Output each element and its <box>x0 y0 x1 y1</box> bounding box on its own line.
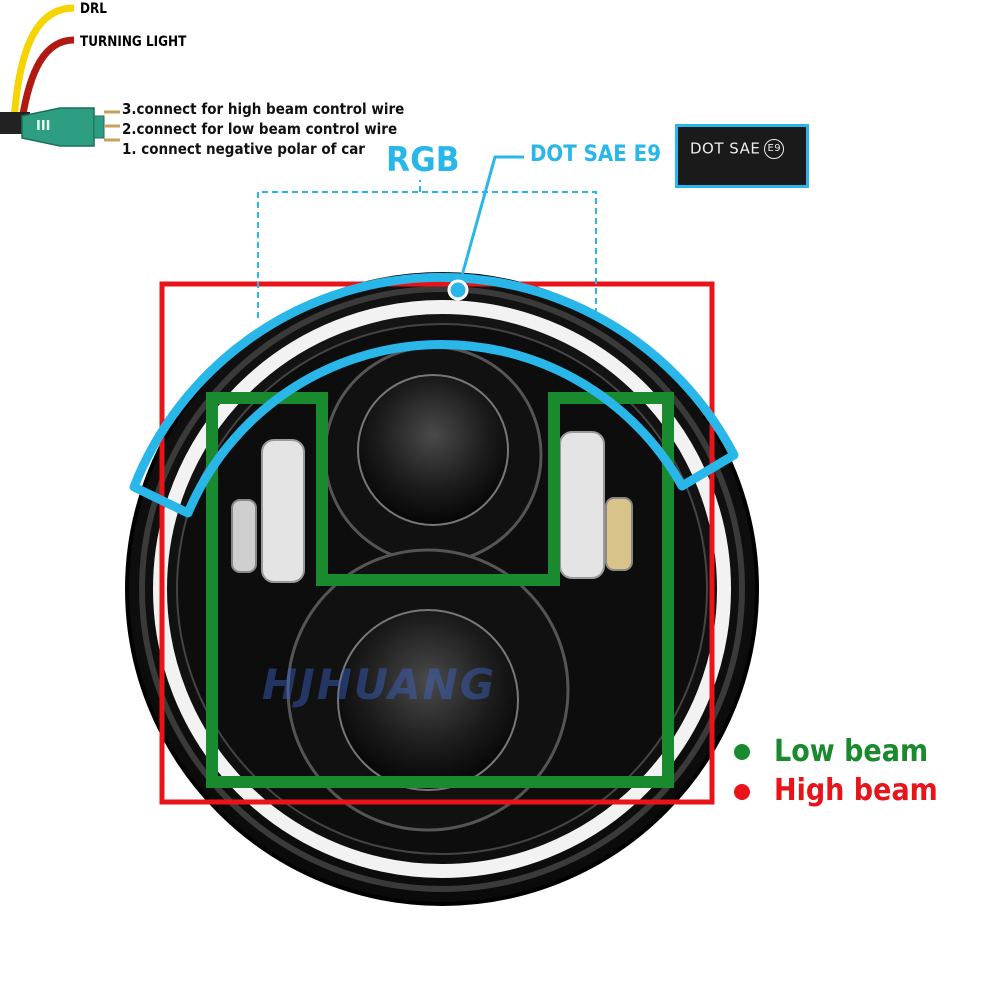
lower-lens-glass <box>337 609 519 791</box>
drl-wire-label: DRL <box>80 1 107 17</box>
dot-pointer-line <box>456 155 524 291</box>
turning-light-wire <box>18 36 75 121</box>
watermark: HJHUANG <box>262 660 497 709</box>
connector-marking: III <box>36 119 51 134</box>
low-beam-legend-dot <box>734 744 750 760</box>
left-small-led <box>231 499 257 573</box>
drl-wire <box>10 4 75 121</box>
high-beam-legend-dot <box>734 784 750 800</box>
high-beam-legend-label: High beam <box>774 773 938 808</box>
rgb-bracket <box>257 180 597 318</box>
badge-text: DOT SAE <box>690 139 761 158</box>
rgb-halo-arc <box>129 272 739 518</box>
pin-1-label: 1. connect negative polar of car <box>122 140 365 158</box>
low-beam-outline <box>206 392 674 788</box>
dot-pointer-marker <box>447 279 469 301</box>
turning-light-wire-label: TURNING LIGHT <box>80 34 187 50</box>
headlight-rim <box>139 286 745 892</box>
e9-mark-icon: E9 <box>764 139 785 159</box>
right-led-strip <box>559 431 605 579</box>
connector-plug-icon <box>21 107 120 147</box>
upper-lens-glass <box>357 374 509 526</box>
dot-sae-label: DOT SAE E9 <box>530 142 661 167</box>
pin-3-label: 3.connect for high beam control wire <box>122 100 405 118</box>
right-small-led <box>605 497 633 571</box>
pin-2-label: 2.connect for low beam control wire <box>122 120 398 138</box>
high-beam-outline <box>159 281 715 805</box>
low-beam-legend-label: Low beam <box>774 734 929 769</box>
left-led-strip <box>261 439 305 583</box>
rgb-label: RGB <box>386 140 460 180</box>
